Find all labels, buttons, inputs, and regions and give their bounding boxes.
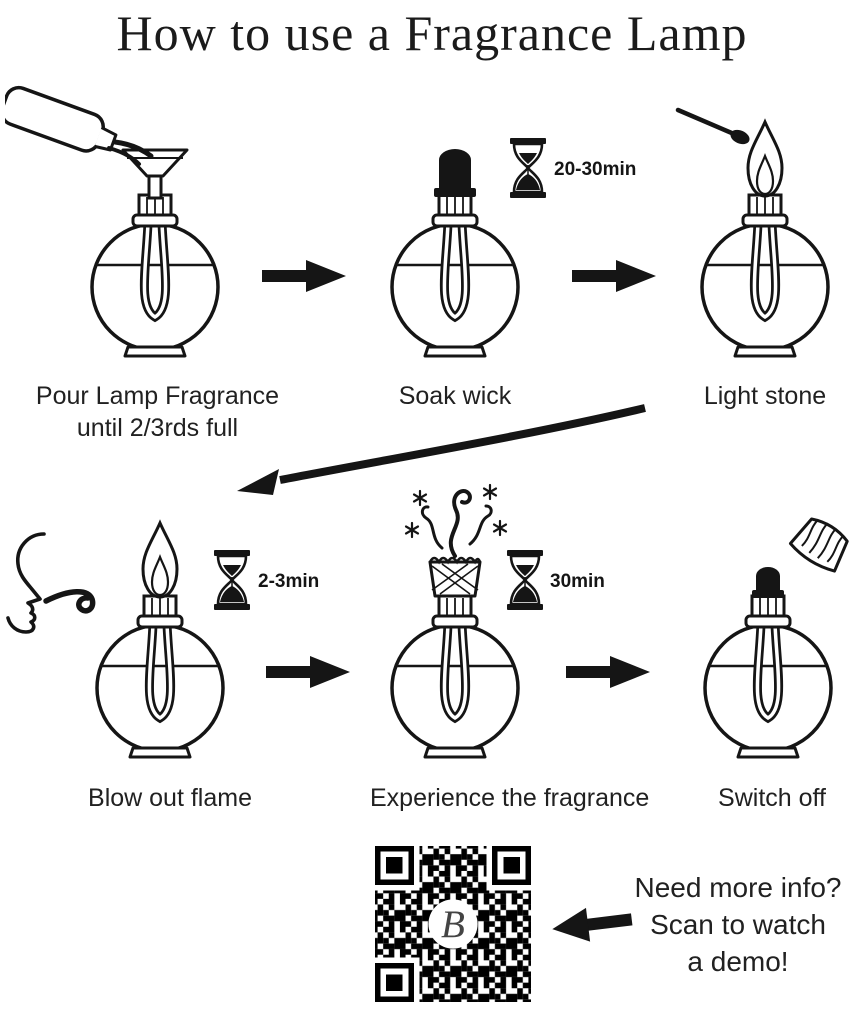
lamp-crown-icon	[428, 556, 482, 598]
arrow-right-icon	[566, 656, 650, 688]
light-illustration	[675, 107, 864, 368]
arrow-right-icon	[266, 656, 350, 688]
face-blowing-icon	[6, 532, 46, 634]
blow-illustration: 2-3min	[6, 521, 319, 770]
pour-stream-icon	[107, 139, 154, 166]
lamp-icon	[705, 596, 831, 757]
step-switch-off: Switch off	[655, 470, 864, 814]
flame-icon	[141, 521, 179, 599]
hourglass-icon	[508, 136, 548, 200]
footer-line-2: Scan to watch	[650, 908, 826, 940]
blow-swirl-icon	[43, 589, 96, 614]
fragrance-swirls-icon	[420, 489, 493, 558]
qr-finder-patterns	[372, 843, 534, 1005]
step-pour: Pour Lamp Fragrance until 2/3rds full	[5, 72, 310, 444]
fragrance-bottle-icon	[5, 85, 118, 153]
cap-icon	[434, 149, 476, 197]
stopper-icon	[752, 567, 784, 598]
lamp-cap-icon	[788, 517, 849, 573]
footer-text: Need more info? Scan to watch a demo!	[612, 870, 864, 981]
hourglass-icon	[505, 548, 545, 612]
lamp-icon	[392, 195, 518, 356]
arrow-right-icon	[572, 260, 656, 292]
page-title: How to use a Fragrance Lamp	[116, 5, 748, 61]
arrow-right-icon	[262, 260, 346, 292]
experience-illustration: 30min	[330, 483, 605, 770]
sparkle-icon	[482, 483, 498, 501]
hourglass-icon	[212, 548, 252, 612]
lamp-icon	[92, 195, 218, 356]
soak-time-label: 20-30min	[554, 159, 636, 180]
footer-arrow-left-icon	[552, 907, 633, 942]
sparkle-icon	[492, 519, 508, 537]
pour-illustration	[5, 85, 310, 368]
qr-code: B	[372, 843, 534, 1005]
blow-time-label: 2-3min	[258, 571, 319, 592]
step-experience-fragrance: 30min Experience the fragrance	[330, 470, 660, 814]
brand-logo-letter: B	[441, 903, 465, 946]
match-icon	[675, 107, 750, 145]
step-caption-light: Light stone	[703, 382, 827, 410]
footer-line-3: a demo!	[687, 945, 789, 977]
experience-time-label: 30min	[550, 571, 605, 592]
step-caption-switch-off: Switch off	[718, 784, 826, 812]
soak-illustration: 20-30min	[340, 136, 636, 368]
step-soak-wick: 20-30min Soak wick	[340, 72, 660, 412]
sparkle-icon	[404, 521, 420, 539]
funnel-icon	[121, 148, 189, 200]
step-light-stone: Light stone	[650, 72, 864, 412]
step-caption-blow: Blow out flame	[88, 784, 252, 812]
switch-off-illustration	[655, 517, 849, 770]
step-caption-pour: Pour Lamp Fragrance until 2/3rds full	[35, 382, 280, 442]
lamp-icon	[392, 596, 518, 757]
footer-line-1: Need more info?	[634, 872, 842, 903]
qr-logo-badge	[428, 899, 478, 949]
flame-icon	[746, 120, 784, 198]
step-blow-out-flame: 2-3min Blow out flame	[0, 470, 340, 814]
step-caption-experience: Experience the fragrance	[370, 784, 650, 812]
lamp-icon	[702, 195, 828, 356]
diagonal-arrow-icon	[237, 404, 646, 495]
lamp-icon	[97, 596, 223, 757]
sparkle-icon	[412, 489, 428, 507]
step-caption-soak: Soak wick	[398, 382, 512, 410]
